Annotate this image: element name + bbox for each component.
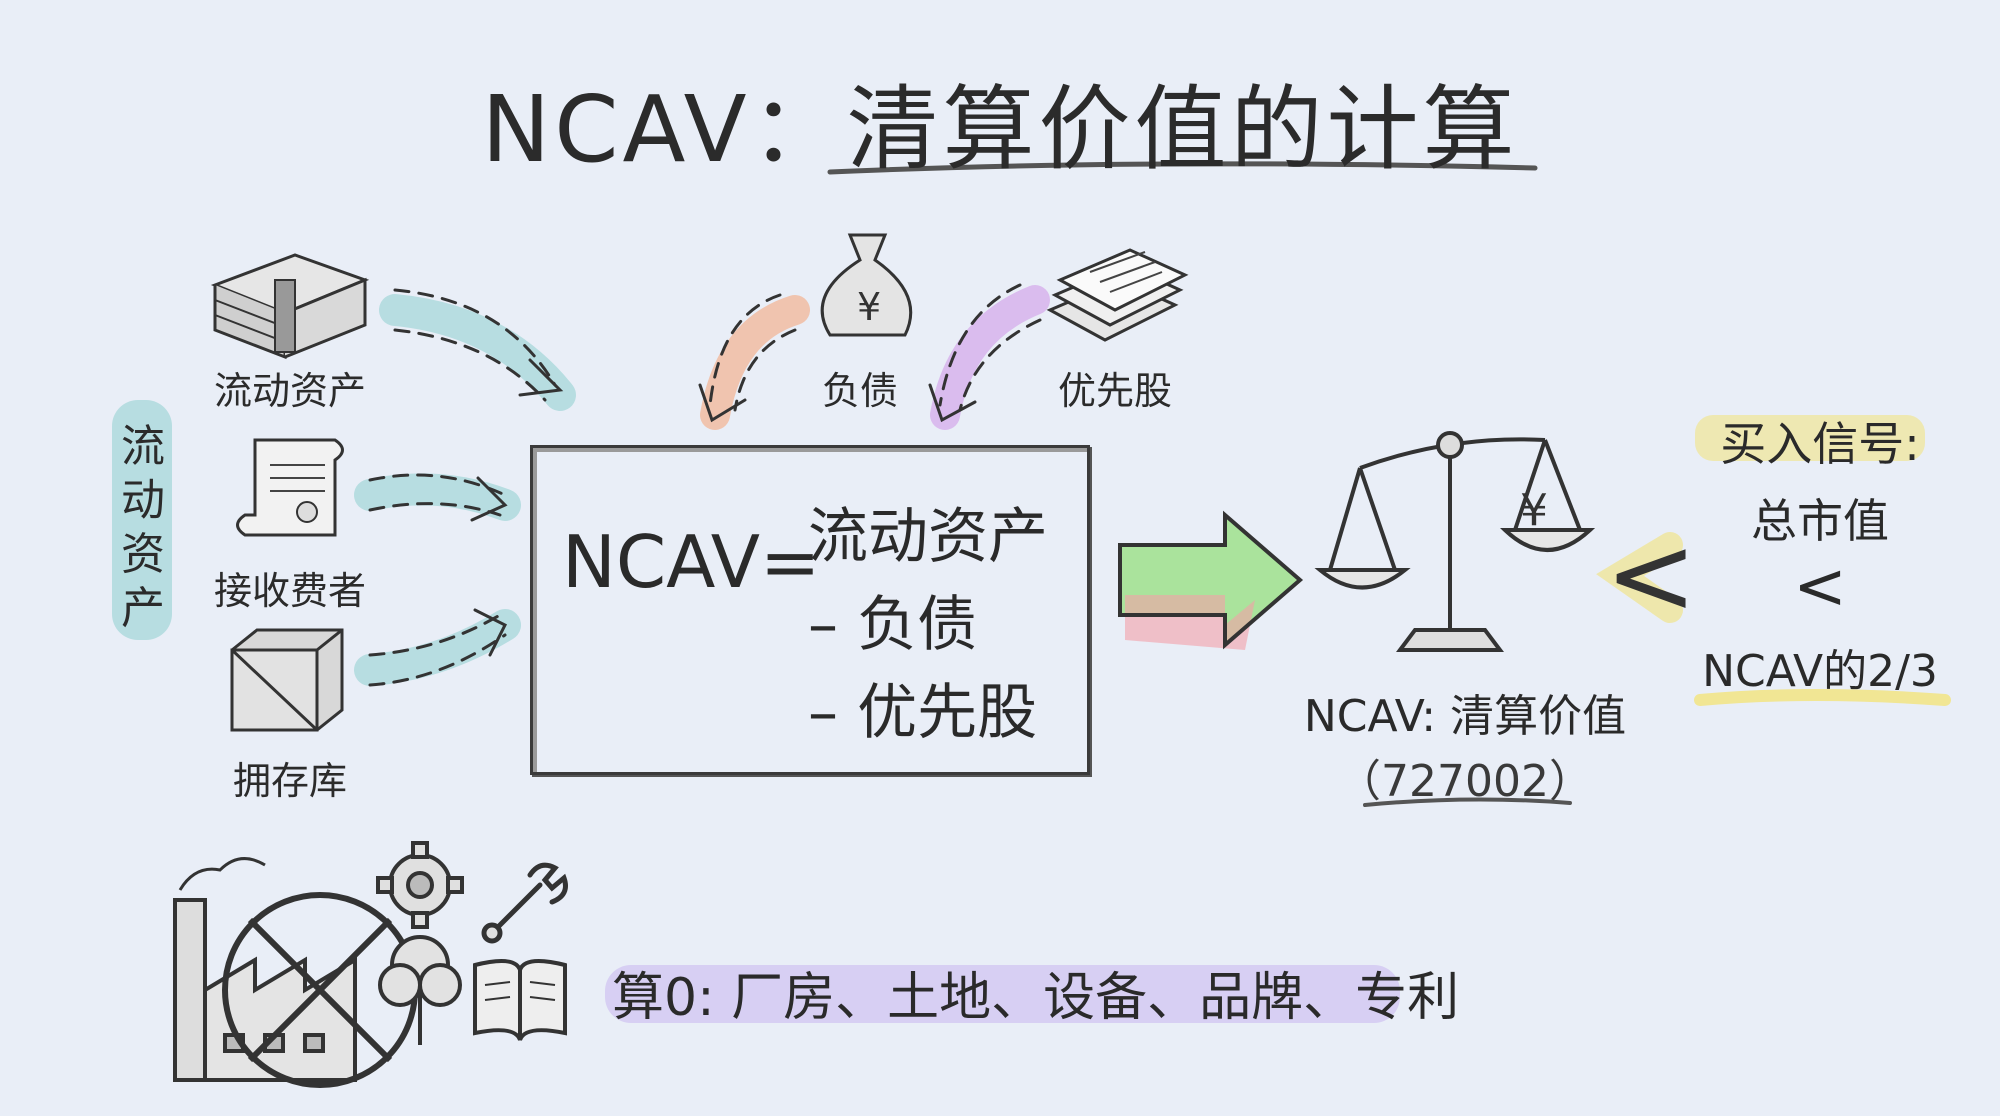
buy-underline: [1694, 689, 1951, 706]
result-value: （727002）: [1337, 756, 1593, 807]
formula-left-side: NCAV=: [562, 520, 821, 604]
svg-text:¥: ¥: [857, 285, 881, 329]
deduction-arrows: [698, 283, 1050, 430]
formula-line-current-assets: 流动资产: [808, 502, 1048, 572]
buy-signal-market-cap: 总市值: [1751, 494, 1889, 548]
current-assets-vertical-label: 流 动 资 产: [112, 420, 174, 636]
buy-signal-less-than: <: [1793, 550, 1847, 624]
book-icon: [473, 959, 567, 1041]
result-title: NCAV: 清算价值: [1303, 691, 1627, 742]
title-underline: [827, 161, 1538, 175]
big-lt-highlight: [1596, 532, 1683, 623]
crate-icon: [230, 628, 344, 732]
result-underline: [1363, 797, 1572, 807]
money-bag-icon: ¥: [820, 233, 913, 337]
formula-line-preferred-stock: – 优先股: [808, 678, 1038, 748]
buy-signal-ncav-fraction: NCAV的2/3: [1702, 646, 1938, 697]
input-label-current-assets: 流动资产: [213, 369, 366, 413]
input-label-inventory: 拥存库: [232, 759, 347, 803]
input-label-receivables: 接收费者: [213, 569, 366, 613]
bottom-highlight: [605, 965, 1400, 1023]
vertical-char: 资: [121, 529, 165, 580]
scroll-certificate-icon: [236, 438, 344, 537]
formula-box: [530, 445, 1090, 775]
document-stack-icon: [1046, 248, 1189, 342]
vertical-highlight: [112, 400, 172, 640]
page-title: NCAV：清算价值的计算: [481, 76, 1519, 183]
vertical-char: 产: [121, 583, 165, 634]
buy-signal-title: 买入信号:: [1720, 417, 1920, 471]
gear-icon: [376, 841, 464, 929]
deduction-label-liabilities: 负债: [821, 369, 898, 413]
cash-stack-icon: [210, 253, 370, 360]
vertical-char: 流: [121, 421, 165, 472]
svg-text:¥: ¥: [1520, 485, 1548, 536]
tree-icon: [378, 935, 462, 1045]
wrench-icon: [481, 862, 568, 944]
balance-scale-icon: ¥: [1314, 431, 1596, 652]
input-arrows: [354, 288, 576, 687]
formula-line-liabilities: – 负债: [808, 590, 978, 660]
excluded-assets-text: 算0: 厂房、土地、设备、品牌、专利: [612, 968, 1460, 1028]
buy-title-highlight: [1695, 415, 1925, 461]
vertical-char: 动: [121, 475, 165, 526]
result-arrow: [1118, 510, 1304, 650]
deduction-label-preferred-stock: 优先股: [1057, 369, 1172, 413]
factory-crossed-icon: [173, 857, 418, 1088]
big-less-than: <: [1605, 511, 1698, 639]
